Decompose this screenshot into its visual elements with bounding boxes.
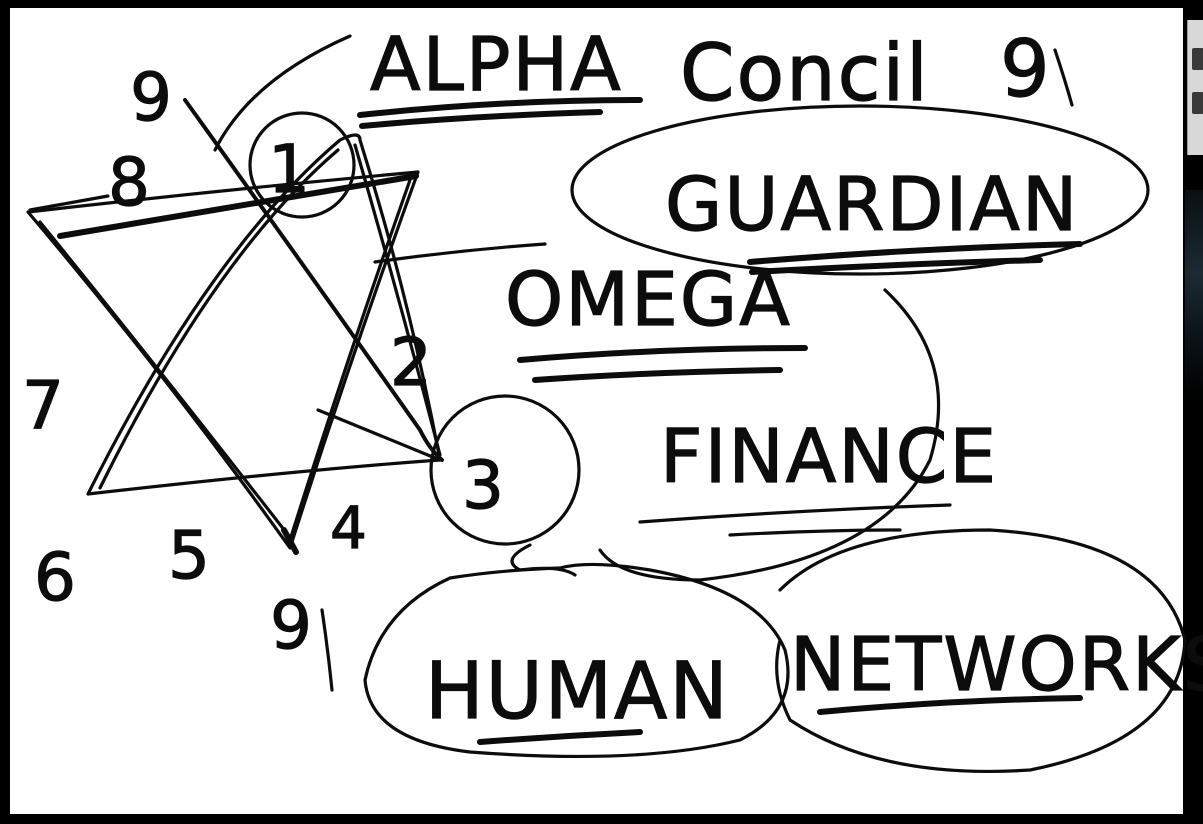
star-tick <box>316 408 442 462</box>
networks-label: NETWORKS <box>790 622 1203 708</box>
human-underline <box>477 729 643 745</box>
star-down-triangle <box>26 170 420 550</box>
star-up-triangle <box>86 133 442 496</box>
star-diagonal <box>183 98 444 462</box>
bottom-9-tail <box>320 608 334 692</box>
side-panel-edge <box>1185 190 1203 400</box>
finance-label: FINANCE <box>660 414 998 500</box>
alpha-heading: ALPHA <box>370 22 623 108</box>
omega-label: OMEGA <box>505 257 792 343</box>
side-thumbnail-strip[interactable] <box>1187 20 1203 155</box>
human-bubble <box>363 562 790 759</box>
whiteboard-canvas <box>10 8 1183 814</box>
star-number-4: 4 <box>330 494 369 562</box>
circle-around-3 <box>429 394 581 546</box>
omega-underline <box>517 345 808 383</box>
alpha-underline <box>357 97 643 129</box>
networks-underline <box>817 695 1083 715</box>
finance-underline <box>638 503 952 537</box>
star-number-3: 3 <box>462 447 506 524</box>
star-number-5: 5 <box>168 517 212 594</box>
star-check-stroke <box>213 34 352 152</box>
star-number-1: 1 <box>268 131 312 208</box>
star-number-6: 6 <box>34 539 78 616</box>
council-heading: Concil <box>680 29 930 119</box>
guardian-underline <box>747 241 1083 275</box>
number-8-dash <box>28 194 110 212</box>
human-label: HUMAN <box>425 647 730 737</box>
guardian-to-finance-curve <box>598 288 941 582</box>
star-number-top: 9 <box>130 59 174 136</box>
star-bottom-mark <box>281 527 299 555</box>
star-top-bar <box>57 173 419 239</box>
networks-bubble <box>775 528 1187 774</box>
thumbnail-slot[interactable] <box>1192 48 1203 70</box>
star-number-bottom: 9 <box>270 587 314 664</box>
star-number-2: 2 <box>390 324 434 401</box>
circle-around-1 <box>248 111 356 219</box>
star-dash <box>373 242 547 264</box>
star-number-7: 7 <box>22 367 66 444</box>
council-number: 9 <box>1000 25 1052 115</box>
guardian-bubble <box>570 104 1150 276</box>
thumbnail-slot[interactable] <box>1192 92 1203 114</box>
council-number-tail <box>1053 48 1074 107</box>
star-number-8: 8 <box>108 144 152 221</box>
star-down-triangle-retrace <box>38 178 412 542</box>
guardian-label: GUARDIAN <box>665 162 1079 248</box>
hexagram-star <box>26 34 547 555</box>
